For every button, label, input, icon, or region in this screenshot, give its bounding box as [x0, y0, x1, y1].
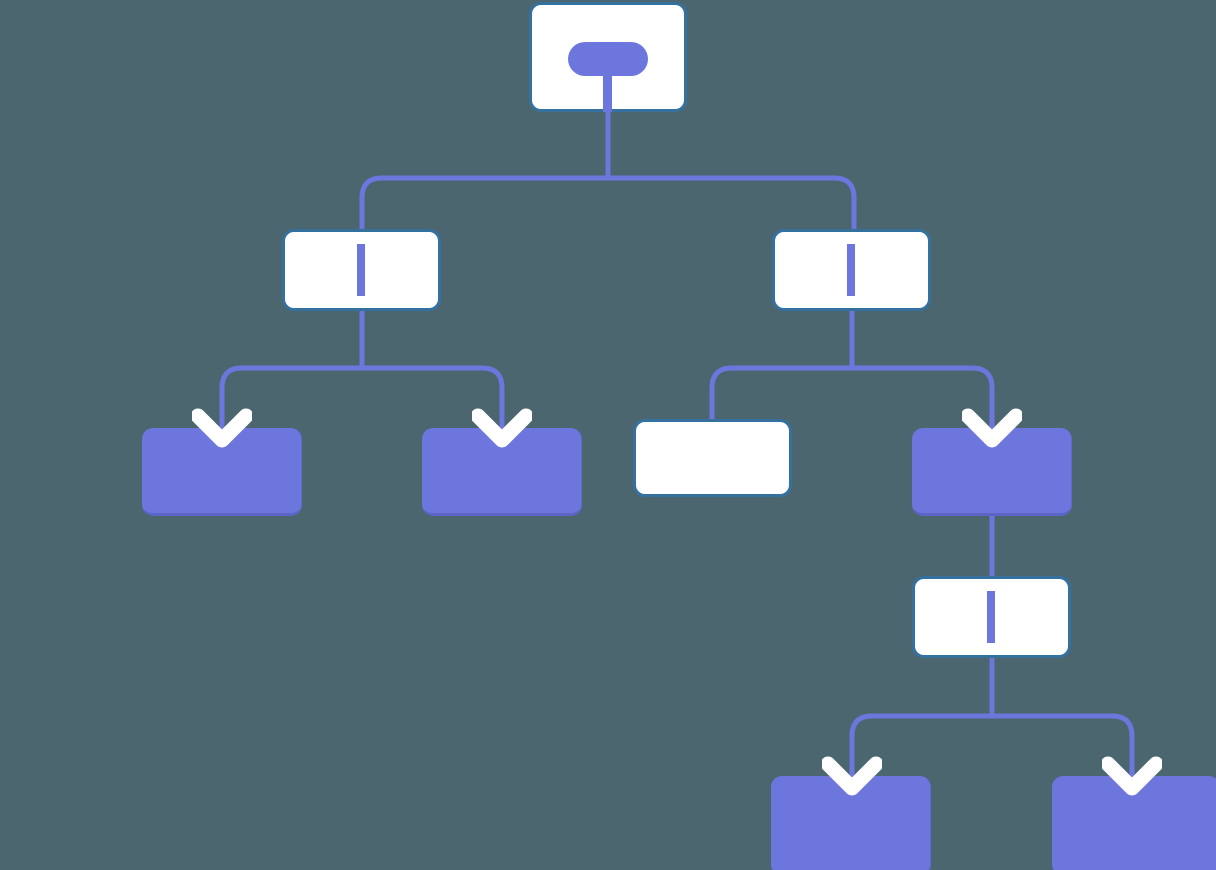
node-level3-a[interactable] — [142, 428, 302, 516]
root-stem-shape — [603, 70, 612, 112]
node-level3-c[interactable] — [912, 428, 1072, 516]
node-level3-b[interactable] — [422, 428, 582, 516]
node-level4-passthrough-line — [987, 591, 995, 643]
node-level2-right[interactable] — [772, 229, 931, 311]
node-level5-left[interactable] — [771, 776, 931, 870]
node-level2-right-passthrough-line — [847, 244, 855, 296]
node-level2-left-passthrough-line — [357, 244, 365, 296]
node-level3-plain[interactable] — [633, 419, 792, 497]
node-level5-right[interactable] — [1052, 776, 1216, 870]
